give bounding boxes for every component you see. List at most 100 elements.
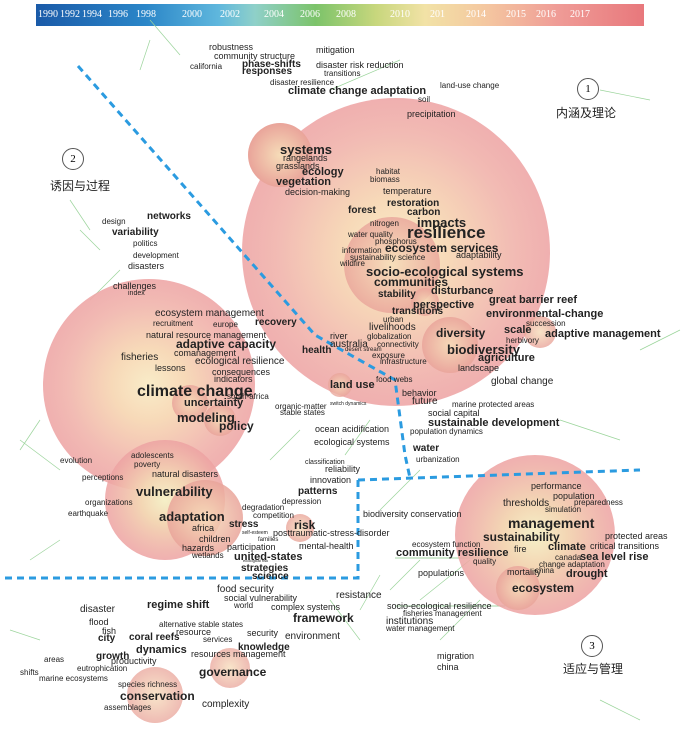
keyword-social-capital: social capital [428,408,480,418]
climate-change-halo [43,279,255,491]
keyword-index: index [128,290,145,297]
legend-year: 2016 [536,9,556,20]
keyword-biodiversity: biodiversity [447,342,520,357]
keyword-socio-ecological-resilience: socio-ecological resilience [387,601,492,611]
link-line [379,469,421,511]
region-2-number: 2 [62,148,84,170]
keyword-europe: europe [213,320,238,329]
keyword-marine-ecosystems: marine ecosystems [39,674,108,683]
keyword-carbon: carbon [407,207,441,218]
link-line [79,229,101,251]
keyword-depression: depression [282,497,322,506]
keyword-stress: stress [229,519,259,530]
link-line [9,629,41,641]
keyword-recovery: recovery [255,317,297,328]
legend-year: 2010 [390,9,410,20]
cluster-halos [43,98,615,723]
keyword-patterns: patterns [298,486,338,497]
keyword-growth: growth [96,651,130,662]
keyword-framework: framework [293,611,354,625]
keyword-security: security [247,628,279,638]
link-line [19,439,61,471]
keyword-knowledge: knowledge [238,642,290,653]
keyword-land-use: land use [330,379,375,391]
link-line [559,419,621,441]
keyword-science: science [252,571,289,582]
keyword-adaptive-management: adaptive management [545,328,661,340]
keyword-environmental-change: environmental-change [486,308,604,320]
keyword-organizations: organizations [85,498,133,507]
keyword-water-management: water management [386,624,455,633]
keyword-consequences: consequences [212,367,271,377]
keyword-resources-management: resources management [191,649,286,659]
keyword-socio-ecological-systems: socio-ecological systems [366,264,524,279]
keyword-change-adaptation: change adaptation [539,560,605,569]
keyword-social-vulnerability: social vulnerability [224,593,298,603]
keyword-globalization: globalization [367,332,412,341]
legend-year: 2006 [300,9,320,20]
keyword-communities: communities [374,275,449,289]
keyword-population: population [553,491,595,501]
keyword-populations: populations [418,568,465,578]
keyword-development: development [133,251,179,260]
keyword-comanagement: comanagement [174,348,237,358]
keyword-health: health [302,345,332,356]
perspective-halo [411,288,439,316]
keyword-earthquake: earthquake [68,509,109,518]
keyword-regime-shift: regime shift [147,599,210,611]
keyword-adolescents: adolescents [131,451,174,460]
keyword-connectivity: connectivity [377,340,419,349]
keyword-hazards: hazards [182,543,215,553]
keyword-performance: performance [531,481,582,491]
keyword-rangelands: rangelands [283,153,328,163]
governance-halo [210,648,250,688]
keyword-river: river [330,331,348,341]
keyword-desert-stream: desert stream [345,347,382,353]
keyword-perspective: perspective [413,299,475,311]
keyword-africa: africa [192,523,215,533]
keyword-thresholds: thresholds [503,498,550,509]
region-2-label: 诱因与过程 [50,179,111,193]
keyword-ecosystem-services: ecosystem services [385,241,499,255]
keyword-responses: responses [242,66,293,77]
keyword-vulnerability: vulnerability [136,484,213,499]
keyword-management: management [508,515,595,531]
keyword-impacts: impacts [417,215,467,230]
keyword-climate: climate [548,541,586,553]
link-line [329,599,361,641]
link-line [389,559,421,591]
keyword-simulation: simulation [545,505,582,514]
keyword-natural-resource-management: natural resource management [146,330,267,340]
keyword-temperature: temperature [383,186,432,196]
keyword-flood: flood [89,617,109,627]
keyword-phase-shifts: phase-shifts [242,59,301,70]
keyword-ecosystem: ecosystem [512,581,575,595]
biodiversity-halo [422,317,478,373]
keyword-poverty: poverty [134,460,161,469]
keyword-food-security: food security [217,584,274,595]
adaptive-management-halo [524,316,556,348]
keyword-complexity: complexity [202,699,250,710]
keyword-canada: canada [555,553,582,562]
keyword-community-resilience: community resilience [396,547,509,559]
keyword-modeling: modeling [177,410,235,425]
keyword-sustainability-science: sustainability science [350,253,426,262]
keyword-drought: drought [566,568,608,580]
keyword-critical-transitions: critical transitions [590,541,660,551]
keyword-mitigation: mitigation [316,45,355,55]
keyword-disaster-resilience: disaster resilience [270,78,335,87]
link-line [149,19,181,56]
keyword-adaptive-capacity: adaptive capacity [176,337,277,351]
keyword-landscape: landscape [458,363,500,373]
keyword-resource: resource [176,627,212,637]
keyword-water-quality: water quality [348,230,393,239]
keyword-herbivory: herbivory [506,336,539,345]
ecosystem-halo [496,566,540,610]
keyword-precipitation: precipitation [407,109,456,119]
keyword-climate-change: climate change [137,383,253,400]
keyword-sustainable-development: sustainable development [428,417,560,429]
keyword-climate-change-adaptation: climate change adaptation [288,85,427,97]
link-line [359,574,381,611]
keyword-resistance: resistance [336,590,382,601]
